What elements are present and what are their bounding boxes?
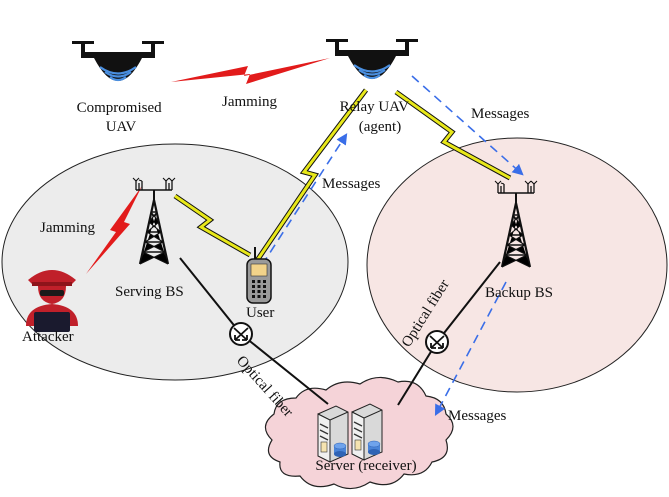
backup-cell-area	[366, 137, 668, 393]
attacker-label: Attacker	[22, 329, 74, 345]
messages-arrow-server	[434, 281, 507, 416]
messages-relay-label: Messages	[471, 106, 529, 122]
jamming-bolt-uav	[171, 58, 330, 84]
user-label: User	[246, 305, 274, 321]
relay-uav-drone-icon	[324, 37, 420, 81]
jamming-bs-label: Jamming	[40, 220, 95, 236]
serving-bs-label: Serving BS	[115, 284, 184, 300]
messages-arrow-user	[261, 133, 348, 266]
user-mobile-phone-icon	[246, 247, 272, 304]
messages-server-label: Messages	[448, 408, 506, 424]
jamming-bolt-bs	[86, 186, 142, 274]
fiber-node-right-optical-switch-icon	[425, 330, 449, 354]
fiber-node-left-optical-switch-icon	[229, 322, 253, 346]
compromised-uav-label: Compromised UAV	[77, 100, 166, 135]
server-left-server-icon	[317, 405, 349, 463]
backup-bs-label: Backup BS	[485, 285, 553, 301]
attacker-hacker-icon	[26, 270, 78, 332]
server-label: Server (receiver)	[315, 458, 416, 474]
jamming-uav-label: Jamming	[222, 94, 277, 110]
relay-uav-label: Relay UAV (agent)	[340, 99, 413, 135]
server-right-server-icon	[351, 403, 383, 461]
compromised-uav-drone-icon	[70, 39, 166, 83]
serving-cell-area	[1, 143, 349, 381]
messages-arrow-relay	[411, 75, 524, 176]
messages-user-label: Messages	[322, 176, 380, 192]
